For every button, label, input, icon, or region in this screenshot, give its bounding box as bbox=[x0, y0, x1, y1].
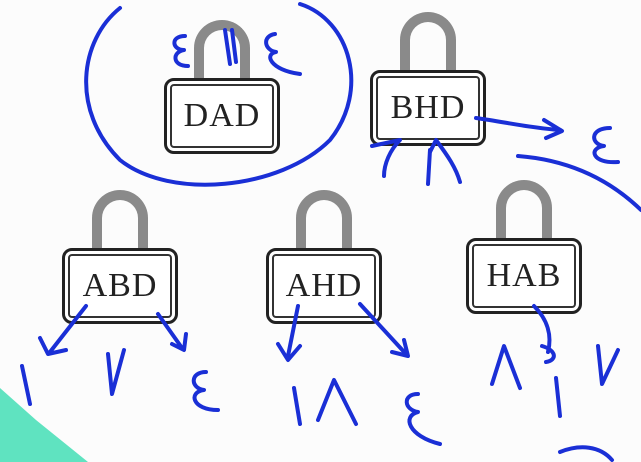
lock-body: ABD bbox=[62, 248, 178, 324]
lock-dad: DAD bbox=[164, 20, 294, 160]
lock-label: DAD bbox=[183, 97, 261, 134]
lock-body-inner: DAD bbox=[170, 84, 274, 148]
lock-label: HAB bbox=[486, 257, 562, 294]
lock-shackle bbox=[400, 12, 456, 92]
lock-shackle bbox=[92, 190, 148, 270]
lock-label: ABD bbox=[82, 267, 158, 304]
lock-body-inner: AHD bbox=[272, 254, 376, 318]
lock-shackle bbox=[296, 190, 352, 270]
lock-bhd: BHD bbox=[370, 12, 500, 152]
lock-body-inner: HAB bbox=[472, 244, 576, 308]
lock-ahd: AHD bbox=[266, 190, 396, 330]
lock-body: DAD bbox=[164, 78, 280, 154]
lock-body-inner: BHD bbox=[376, 76, 480, 140]
lock-label: BHD bbox=[390, 89, 466, 126]
lock-body-inner: ABD bbox=[68, 254, 172, 318]
lock-body: HAB bbox=[466, 238, 582, 314]
lock-hab: HAB bbox=[466, 180, 596, 320]
lock-body: BHD bbox=[370, 70, 486, 146]
lock-abd: ABD bbox=[62, 190, 192, 330]
lock-body: AHD bbox=[266, 248, 382, 324]
lock-label: AHD bbox=[285, 267, 363, 304]
